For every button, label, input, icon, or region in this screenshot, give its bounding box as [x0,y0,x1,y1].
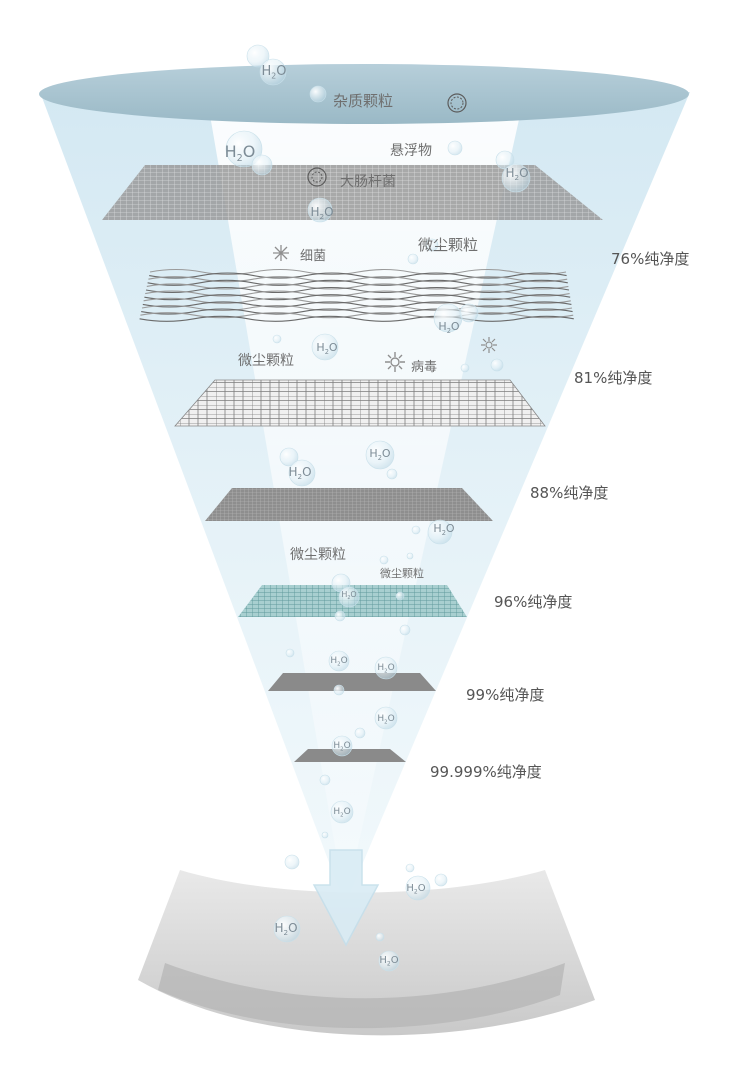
purity-label-76: 76%纯净度 [611,250,689,268]
bubble [225,130,263,168]
bubble [321,831,329,839]
bubble [490,358,504,372]
bubble [334,610,346,622]
bubble [285,648,295,658]
bubble [379,555,389,565]
label-suspended: 悬浮物 [390,143,432,159]
h2o-label: H2O [377,714,394,725]
filter-layer-4 [205,488,493,521]
bubble [447,140,463,156]
label-dust-3: 微尘颗粒 [290,547,346,563]
fiber-strand [139,315,574,322]
bubble [328,650,350,672]
bubble [319,774,331,786]
bubble [333,684,345,696]
h2o-label: H2O [379,955,398,968]
h2o-label: H2O [274,921,297,937]
filter-layer-1 [102,165,603,220]
bubble [375,932,385,942]
bubble [246,44,270,68]
bubble [284,854,300,870]
bubble [374,656,398,680]
h2o-label: H2O [262,64,287,80]
bubble [460,363,470,373]
h2o-label: H2O [225,142,256,164]
bubble [273,915,301,943]
h2o-label: H2O [333,807,350,818]
bubble [354,727,366,739]
h2o-label: H2O [310,205,333,221]
bubble [330,800,354,824]
bubble [338,586,360,608]
bubble [386,468,398,480]
purity-label-88: 88%纯净度 [530,484,608,502]
bubble [407,253,419,265]
bubble [272,334,282,344]
purity-label-99: 99%纯净度 [466,686,544,704]
water-bubbles [225,44,531,972]
water-molecules: H2O H2O H2O H2O H2O H2O H2O H2O H2O H2O H2O H2O H2O H… [225,64,529,968]
virus-icon [385,352,405,372]
h2o-label: H2O [330,656,347,667]
impurity-icon [447,93,467,113]
h2o-label: H2O [438,320,459,335]
label-virus: 病毒 [411,360,437,375]
bubble [279,447,299,467]
h2o-label: H2O [406,883,425,896]
down-arrow-icon [312,849,380,947]
bubble [406,552,414,560]
label-dust-2: 微尘颗粒 [238,353,294,369]
label-ecoli: 大肠杆菌 [340,174,396,190]
bubble [251,154,273,176]
bubble [378,950,400,972]
label-dust-small: 微尘颗粒 [380,566,424,580]
h2o-label: H2O [505,166,528,182]
bubble [365,440,395,470]
filter-layer-2 [139,268,574,322]
bubble [411,525,421,535]
bubble [405,875,431,901]
h2o-label: H2O [333,741,350,752]
virus-small-icon [481,337,497,353]
bubble [395,591,405,601]
funnel-top [39,64,689,124]
filter-layer-6 [268,673,436,691]
h2o-label: H2O [377,663,394,674]
bubble [374,706,398,730]
filter-pad-fold [158,963,565,1029]
purity-label-99999: 99.999%纯净度 [430,763,542,781]
bubble [331,735,353,757]
bubble [434,873,448,887]
bubble [259,58,287,86]
h2o-label: H2O [316,341,337,356]
bacteria-icon [273,245,289,261]
ecoli-icon [307,167,327,187]
label-impurities: 杂质颗粒 [333,92,393,110]
purity-label-81: 81%纯净度 [574,369,652,387]
bubble [459,303,479,323]
filter-layer-3 [174,379,546,427]
bubble [307,197,333,223]
bubble [501,163,531,193]
label-bacteria: 细菌 [300,249,326,264]
h2o-label: H2O [369,447,390,462]
bubble [288,459,316,487]
bubble [399,624,411,636]
purity-label-96: 96%纯净度 [494,593,572,611]
h2o-label: H2O [433,522,454,537]
bubble [311,333,339,361]
h2o-label: H2O [288,465,311,481]
bubble [309,85,327,103]
filter-layer-7 [294,749,406,762]
bubble [425,238,439,252]
bubble [405,863,415,873]
bubble [427,519,453,545]
h2o-label: H2O [341,590,356,601]
label-dust-1: 微尘颗粒 [418,236,478,254]
